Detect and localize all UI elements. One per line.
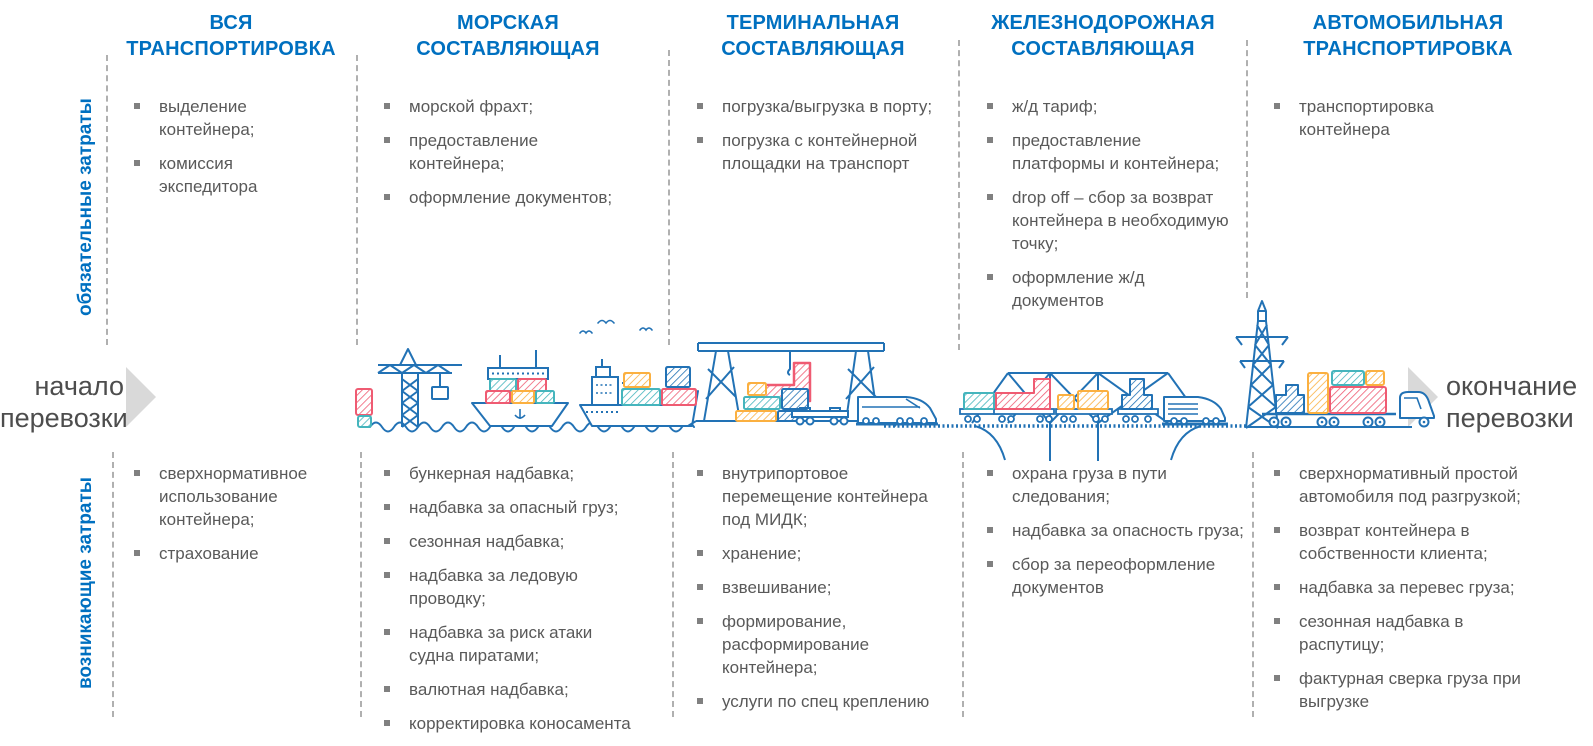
flow-start-label: начало перевозки [0, 371, 128, 433]
cost-item: сверхнормативное использование контейнер… [132, 462, 342, 531]
arising-costs-sea: бункерная надбавка; надбавка за опасный … [382, 462, 638, 746]
side-label-mandatory-costs: обязательные затраты [75, 98, 96, 316]
container-ship-icon [579, 359, 699, 427]
cost-item: хранение; [695, 542, 940, 565]
arising-costs-auto: сверхнормативный простой автомобиля под … [1272, 462, 1552, 724]
divider [356, 55, 358, 345]
cost-item: внутрипортовое перемещение контейнера по… [695, 462, 940, 531]
mandatory-costs-rail: ж/д тариф; предоставление платформы и ко… [985, 95, 1230, 323]
cost-item: возврат контейнера в собственности клиен… [1272, 519, 1552, 565]
cost-item: транспортировка контейнера [1272, 95, 1462, 141]
end-arrow-icon [1408, 367, 1438, 427]
cost-item: бункерная надбавка; [382, 462, 638, 485]
cost-item: формирование, расформирование контейнера… [695, 610, 940, 679]
container-stack-icon [735, 382, 811, 422]
flow-end-label: окончание перевозки [1446, 371, 1578, 433]
mandatory-costs-terminal: погрузка/выгрузка в порту; погрузка с ко… [695, 95, 943, 186]
side-label-arising-costs: возникающие затраты [75, 477, 96, 690]
cost-item: надбавка за ледовую проводку; [382, 564, 638, 610]
start-arrow-icon [126, 367, 156, 427]
mandatory-costs-all-transport: выделение контейнера; комиссия экспедито… [132, 95, 332, 209]
cost-item: охрана груза в пути следования; [985, 462, 1247, 508]
cost-item: погрузка/выгрузка в порту; [695, 95, 943, 118]
divider [1246, 40, 1248, 298]
cost-item: оформление ж/д документов [985, 266, 1230, 312]
cost-item: ж/д тариф; [985, 95, 1230, 118]
divider [106, 55, 108, 345]
divider [668, 50, 670, 345]
cost-item: надбавка за опасность груза; [985, 519, 1247, 542]
arising-costs-rail: охрана груза в пути следования; надбавка… [985, 462, 1247, 610]
arising-costs-terminal: внутрипортовое перемещение контейнера по… [695, 462, 940, 724]
lifted-container-icon [750, 361, 812, 403]
arising-costs-all-transport: сверхнормативное использование контейнер… [132, 462, 342, 576]
cost-item: комиссия экспедитора [132, 152, 332, 198]
cost-item: выделение контейнера; [132, 95, 332, 141]
cost-item: надбавка за перевес груза; [1272, 576, 1552, 599]
column-header-terminal: ТЕРМИНАЛЬНАЯ СОСТАВЛЯЮЩАЯ [721, 12, 905, 60]
water-line [369, 421, 695, 433]
gantry-crane-icon [687, 342, 897, 427]
cost-item: сбор за переоформление документов [985, 553, 1247, 599]
port-crane-icon [377, 348, 462, 428]
cost-item: валютная надбавка; [382, 678, 638, 701]
divider [360, 452, 362, 717]
cost-item: услуги по спец креплению [695, 690, 940, 713]
container-stack-icon [355, 388, 373, 428]
cost-item: страхование [132, 542, 342, 565]
cost-item: надбавка за риск атаки судна пиратами; [382, 621, 638, 667]
cost-item: корректировка коносамента [382, 712, 638, 735]
divider [962, 452, 964, 717]
cost-item: drop off – сбор за возврат контейнера в … [985, 186, 1230, 255]
cost-item: предоставление платформы и контейнера; [985, 129, 1230, 175]
cost-item: сезонная надбавка в распутицу; [1272, 610, 1552, 656]
cost-item: фактурная сверка груза при выгрузке [1272, 667, 1552, 713]
column-header-all-transport: ВСЯ ТРАНСПОРТИРОВКА [126, 12, 336, 60]
cost-item: погрузка с контейнерной площадки на тран… [695, 129, 943, 175]
freight-train-icon [959, 378, 1228, 426]
power-line-tower-icon [1235, 300, 1289, 429]
cost-item: оформление документов; [382, 186, 638, 209]
railway-bridge-icon [971, 372, 1205, 461]
cost-item: сезонная надбавка; [382, 530, 638, 553]
mandatory-costs-sea: морской фрахт; предоставление контейнера… [382, 95, 638, 220]
column-header-rail: ЖЕЛЕЗНОДОРОЖНАЯ СОСТАВЛЯЮЩАЯ [991, 12, 1215, 60]
cost-item: морской фрахт; [382, 95, 638, 118]
divider [958, 40, 960, 350]
cost-item: сверхнормативный простой автомобиля под … [1272, 462, 1552, 508]
transport-chain-illustration [126, 300, 1438, 461]
seagulls-icon [579, 319, 653, 335]
divider [1252, 452, 1254, 717]
mandatory-costs-auto: транспортировка контейнера [1272, 95, 1462, 152]
column-header-sea: МОРСКАЯ СОСТАВЛЯЮЩАЯ [416, 12, 600, 60]
column-header-auto: АВТОМОБИЛЬНАЯ ТРАНСПОРТИРОВКА [1303, 12, 1513, 60]
container-truck-icon [1262, 370, 1435, 428]
cost-item: взвешивание; [695, 576, 940, 599]
freight-train-icon [791, 396, 938, 426]
divider [672, 452, 674, 717]
cost-item: предоставление контейнера; [382, 129, 638, 175]
container-ship-icon [471, 350, 569, 427]
cost-item: надбавка за опасный груз; [382, 496, 638, 519]
divider [112, 452, 114, 717]
